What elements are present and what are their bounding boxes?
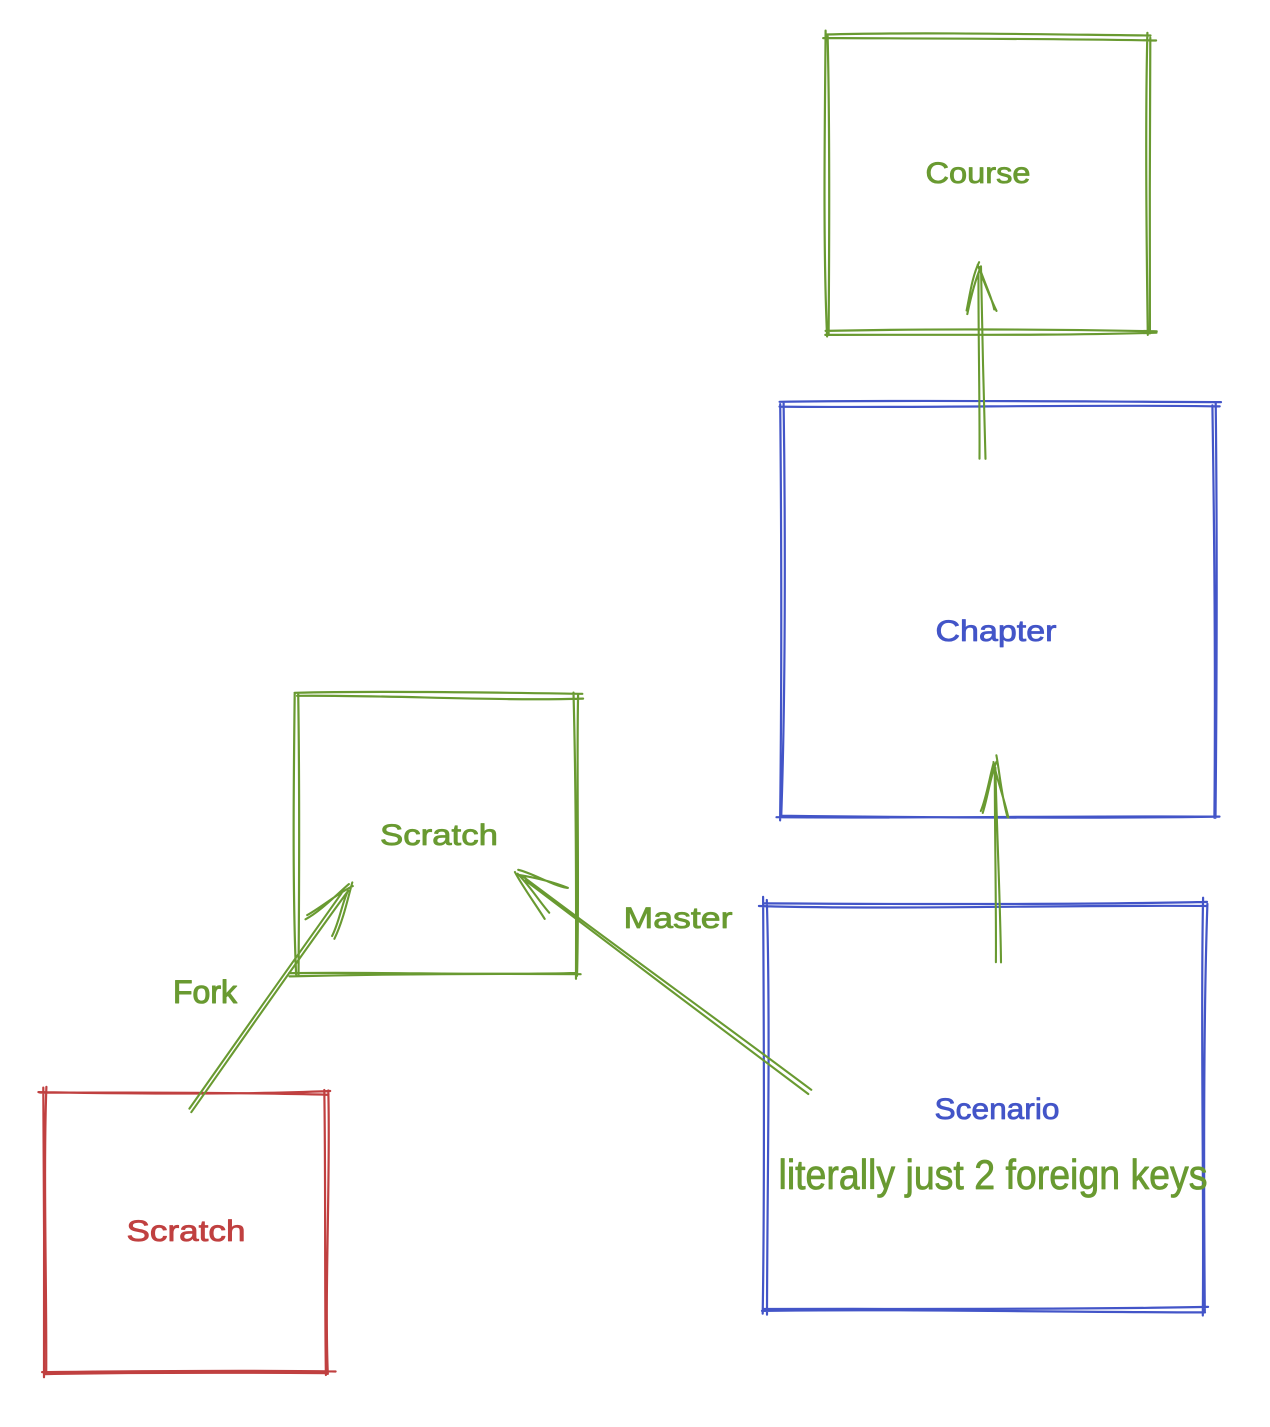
svg-text:Fork: Fork [173, 974, 238, 1010]
svg-text:Scratch: Scratch [127, 1215, 246, 1248]
svg-text:Course: Course [926, 157, 1031, 190]
svg-text:Scratch: Scratch [380, 819, 498, 852]
svg-text:Master: Master [624, 902, 733, 935]
svg-text:literally just 2 foreign keys: literally just 2 foreign keys [779, 1151, 1208, 1198]
svg-text:Scenario: Scenario [935, 1093, 1060, 1126]
svg-text:Chapter: Chapter [936, 615, 1057, 648]
